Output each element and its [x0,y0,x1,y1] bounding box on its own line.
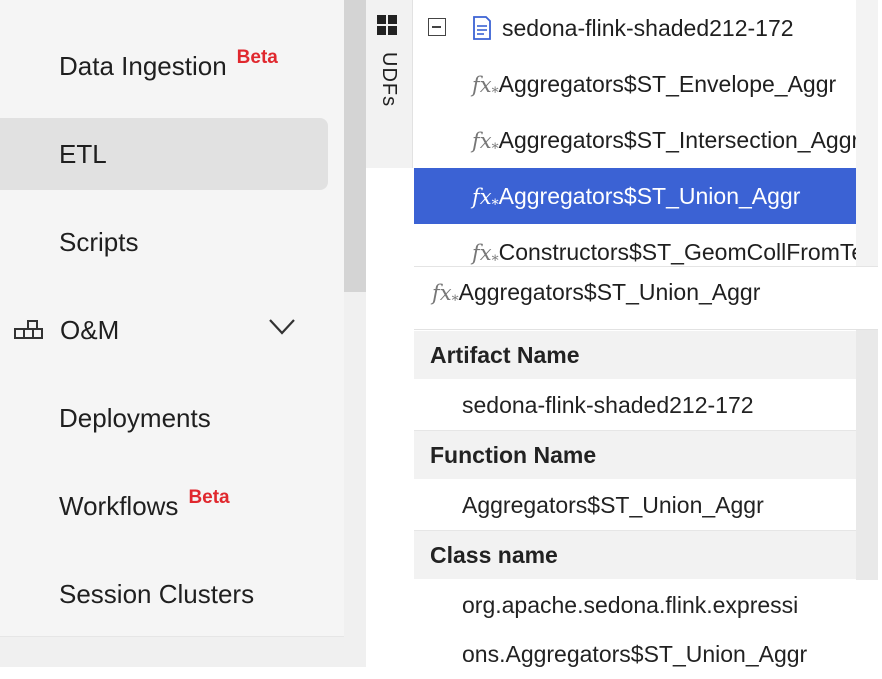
sidebar-item-session-clusters[interactable]: Session Clusters [0,558,328,630]
function-name: Aggregators$ST_Intersection_Aggr [498,127,856,153]
tree-artifact-node[interactable]: sedona-flink-shaded212-172 [414,0,856,56]
sidebar-item-label: Workflows [59,491,179,521]
sidebar-item-scripts[interactable]: Scripts [0,206,328,278]
beta-badge: Beta [236,47,278,68]
sidebar-item-label: Data Ingestion [59,51,227,81]
function-name: Aggregators$ST_Envelope_Aggr [498,71,837,97]
udf-tree: sedona-flink-shaded212-172 fx*Aggregator… [414,0,878,266]
tree-function-node[interactable]: fx*Constructors$ST_GeomCollFromText [414,224,856,266]
tree-function-node-selected[interactable]: fx*Aggregators$ST_Union_Aggr [414,168,856,224]
artifact-name-header: Artifact Name [414,331,856,379]
om-icon [14,320,43,339]
tree-function-node[interactable]: fx*Aggregators$ST_Envelope_Aggr [414,56,856,112]
function-name: Constructors$ST_GeomCollFromText [498,239,856,265]
class-name-header: Class name [414,531,856,579]
divider [414,329,878,330]
artifact-name: sedona-flink-shaded212-172 [502,15,794,41]
divider [414,530,856,531]
sidebar-item-label: Session Clusters [59,579,255,609]
class-name-value-line1: org.apache.sedona.flink.expressi [462,592,799,618]
sidebar-item-etl[interactable]: ETL [0,118,328,190]
beta-badge: Beta [188,487,230,508]
sidebar-scrollbar-thumb[interactable] [344,0,366,292]
tree-scrollbar-track[interactable] [856,0,878,266]
grid-icon[interactable] [377,15,397,35]
sidebar-item-workflows[interactable]: Workflows Beta [0,470,328,542]
tab-udfs[interactable]: UDFs [378,52,400,108]
sidebar-item-deployments[interactable]: Deployments [0,382,328,454]
function-icon: fx* [472,241,499,266]
collapse-icon[interactable] [428,18,446,36]
sidebar-group-om[interactable]: O&M [0,294,328,366]
details-title: fx*Aggregators$ST_Union_Aggr [432,279,761,310]
function-icon: fx* [432,281,459,310]
details-scrollbar-track[interactable] [856,330,878,580]
sidebar-item-label: ETL [59,139,107,169]
function-details-panel: fx*Aggregators$ST_Union_Aggr Artifact Na… [414,266,878,667]
sidebar-item-label: Deployments [59,403,211,433]
function-icon: fx* [472,185,499,214]
class-name-value-line2: ons.Aggregators$ST_Union_Aggr [462,641,808,667]
sidebar-item-label: O&M [60,315,120,345]
sidebar-footer [0,636,366,667]
sidebar-item-data-ingestion[interactable]: Data Ingestion Beta [0,30,328,102]
function-icon: fx* [472,129,499,158]
function-name-header: Function Name [414,431,856,479]
jar-file-icon [473,16,491,40]
chevron-down-icon[interactable] [268,318,296,336]
divider [414,430,856,431]
sidebar-item-label: Scripts [59,227,139,257]
tree-function-node[interactable]: fx*Aggregators$ST_Intersection_Aggr [414,112,856,168]
function-name: Aggregators$ST_Union_Aggr [498,183,801,209]
function-icon: fx* [472,73,499,102]
function-name-value: Aggregators$ST_Union_Aggr [462,492,764,518]
artifact-name-value: sedona-flink-shaded212-172 [462,392,754,418]
